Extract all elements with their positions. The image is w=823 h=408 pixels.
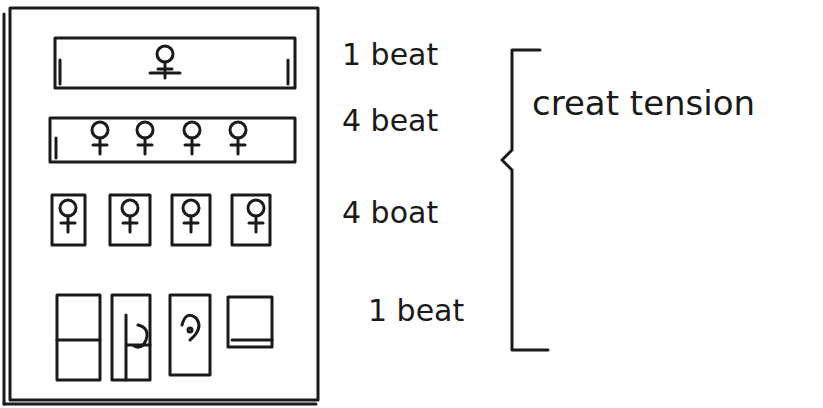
figure-symbol: [230, 122, 246, 154]
tall-panel: [170, 295, 210, 375]
page-frame: [10, 8, 318, 400]
panel-tick: [59, 60, 62, 84]
partial-figure: [126, 315, 150, 380]
partial-figure: [182, 315, 199, 340]
cut-line: [57, 339, 100, 342]
page-frame-edge: [3, 14, 6, 404]
figure-symbol: [248, 200, 264, 232]
figure-symbol: [157, 46, 173, 78]
square-panel: [232, 195, 270, 245]
beat-label: 4 beat: [342, 106, 438, 136]
tall-panel: [228, 297, 272, 347]
wide-panel: [55, 38, 295, 88]
tall-panel: [112, 295, 150, 380]
square-panel: [172, 195, 210, 245]
figure-symbol: [92, 122, 108, 154]
page-frame-edge: [4, 403, 316, 406]
square-panel: [110, 195, 150, 245]
square-panel: [52, 195, 85, 245]
panel-tick: [55, 138, 58, 158]
annotation-note: creat tension: [532, 86, 755, 120]
beat-label: 4 boat: [342, 198, 438, 228]
cut-line: [232, 339, 272, 342]
panel-tick: [287, 60, 290, 84]
wide-panel: [50, 118, 295, 162]
figure-symbol: [184, 122, 200, 154]
partial-figure: [134, 325, 147, 347]
beat-label: 1 beat: [342, 40, 438, 70]
figure-symbol: [60, 200, 76, 232]
tall-panel: [57, 295, 100, 380]
beat-label: 1 beat: [368, 296, 464, 326]
figure-symbol: [183, 200, 199, 232]
figure-symbol: [137, 122, 153, 154]
partial-figure: [188, 328, 192, 332]
figure-symbol: [122, 200, 138, 232]
